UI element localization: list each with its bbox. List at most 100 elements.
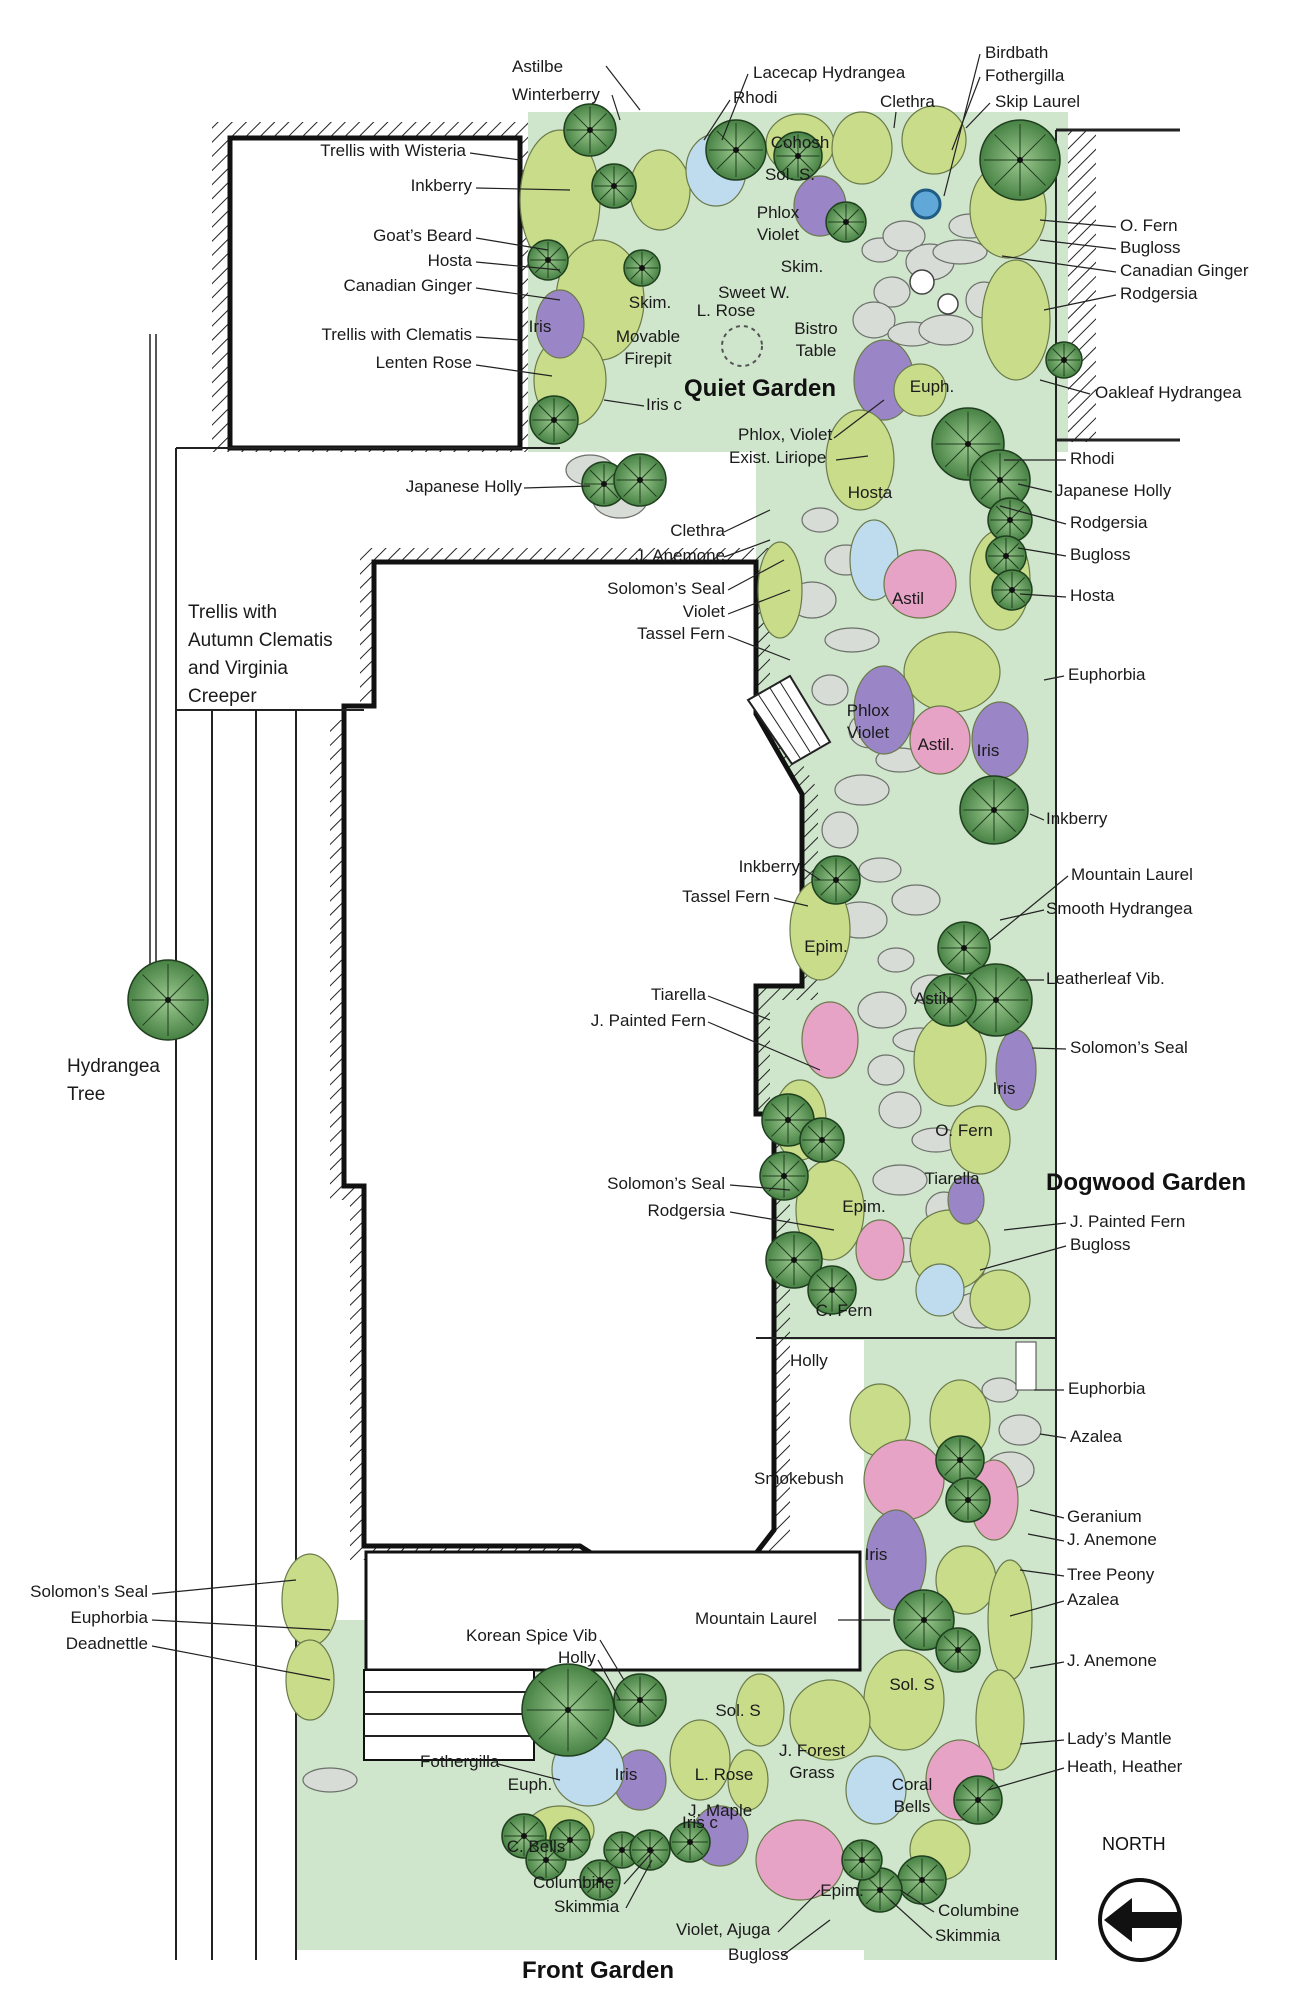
- leader-line: [611, 94, 621, 121]
- planting-bed: [947, 1175, 985, 1225]
- leader-line: [1029, 1509, 1065, 1519]
- label-bugloss-right3: Bugloss: [1070, 1235, 1130, 1254]
- bed-label-l-rose-front: L. Rose: [695, 1765, 754, 1784]
- paving-stone: [801, 507, 839, 533]
- leader-line: [987, 1767, 1065, 1791]
- north-compass: NORTH: [1098, 1834, 1182, 1962]
- leader-line: [475, 237, 549, 251]
- shrub-icon: [529, 395, 579, 445]
- label-violet-ajuga: Violet, Ajuga: [676, 1920, 771, 1939]
- bed-label-skim-top: Skim.: [781, 257, 824, 276]
- shrub-icon: [705, 119, 767, 181]
- planting-bed: [863, 1649, 945, 1751]
- leader-line: [475, 287, 561, 301]
- shed-hatch: [1068, 130, 1096, 442]
- paving-stone: [852, 301, 896, 339]
- leader-line: [475, 261, 561, 271]
- label-heath-heather: Heath, Heather: [1067, 1757, 1183, 1776]
- planting-bed: [987, 1559, 1033, 1681]
- paving-stone: [882, 220, 926, 252]
- planting-bed: [969, 1269, 1031, 1331]
- shrub-icon: [669, 1821, 711, 1863]
- planting-bed: [801, 1001, 859, 1079]
- bed-label-astil-mid: Astil: [892, 589, 924, 608]
- label-fothergilla-front: Fothergilla: [420, 1752, 500, 1771]
- leader-line: [1031, 1047, 1067, 1050]
- bed-label-cohosh: Cohosh: [771, 133, 830, 152]
- label-skimmia-right: Skimmia: [935, 1926, 1001, 1945]
- shrubs: [127, 103, 1083, 1913]
- driveway: [149, 128, 1180, 1960]
- label-japanese-holly-right: Japanese Holly: [1055, 481, 1172, 500]
- label-clethra-mid: Clethra: [670, 521, 725, 540]
- birdbath: [910, 188, 942, 220]
- paving-stone: [918, 314, 974, 346]
- bed-label-iris-top: Iris: [529, 317, 552, 336]
- bed-label-sweet-w: Sweet W.: [718, 283, 790, 302]
- shrub-icon: [549, 1819, 591, 1861]
- planting-bed: [757, 541, 803, 639]
- label-iris-c-top: Iris c: [646, 395, 682, 414]
- planting-bed: [853, 665, 915, 755]
- leader-line: [1017, 483, 1053, 493]
- area-titles: Quiet Garden Dogwood Garden Front Garden: [522, 375, 1246, 1984]
- shrub-icon: [987, 497, 1033, 543]
- shrub-icon: [603, 1831, 641, 1869]
- bed-label-sol-s-front2: Sol. S: [889, 1675, 934, 1694]
- leader-line: [1019, 593, 1067, 598]
- leader-line: [1039, 239, 1117, 250]
- label-fothergilla-top: Fothergilla: [985, 66, 1065, 85]
- leader-line: [1003, 1222, 1067, 1231]
- shrub-icon: [893, 1589, 955, 1651]
- label-o-fern-right: O. Fern: [1120, 216, 1178, 235]
- leader-line: [599, 1639, 625, 1681]
- leader-line: [1039, 219, 1117, 228]
- leader-line: [723, 539, 771, 558]
- label-tassel-fern-mid: Tassel Fern: [637, 624, 725, 643]
- planting-bed: [893, 363, 947, 417]
- paving-stone: [857, 991, 907, 1029]
- leader-line: [989, 875, 1069, 941]
- bed-label-sol-s-front: Sol. S: [715, 1701, 760, 1720]
- planting-bed: [949, 1105, 1011, 1175]
- shrub-icon: [979, 119, 1061, 201]
- paving-stone: [877, 947, 915, 973]
- planting-bed: [845, 1755, 907, 1825]
- planting-bed: [281, 1553, 339, 1647]
- leader-line: [721, 73, 749, 141]
- leader-line: [707, 1021, 821, 1071]
- label-korean-spice: Korean Spice Vib: [466, 1626, 597, 1645]
- planting-bed: [975, 1669, 1025, 1771]
- leader-line: [777, 1889, 821, 1933]
- leader-line: [605, 65, 641, 111]
- paving-stone: [858, 857, 902, 883]
- paving-stone: [872, 1164, 928, 1196]
- label-lacecap: Lacecap Hydrangea: [753, 63, 906, 82]
- label-skimmia-left: Skimmia: [554, 1897, 620, 1916]
- leader-line: [979, 1245, 1067, 1271]
- planting-bed: [883, 549, 957, 619]
- shrub-icon: [613, 1673, 667, 1727]
- label-inkberry-center: Inkberry: [739, 857, 801, 876]
- leader-line: [889, 1899, 933, 1939]
- label-violet-mid: Violet: [683, 602, 725, 621]
- paving-stone: [873, 276, 911, 308]
- bed-label-o-fern-in: O. Fern: [935, 1121, 993, 1140]
- label-ladys-mantle: Lady’s Mantle: [1067, 1729, 1172, 1748]
- bed-label-epim-front: Epim.: [820, 1881, 863, 1900]
- label-deadnettle: Deadnettle: [66, 1634, 148, 1653]
- bed-label-tiarella-in: Tiarella: [924, 1169, 980, 1188]
- label-canadian-ginger-left: Canadian Ginger: [343, 276, 472, 295]
- shrub-icon: [629, 1829, 671, 1871]
- label-bugloss-right1: Bugloss: [1120, 238, 1180, 257]
- leader-line: [835, 455, 869, 461]
- leader-line: [151, 1619, 331, 1631]
- label-inkberry-right: Inkberry: [1046, 809, 1108, 828]
- leader-line: [773, 897, 809, 907]
- side-stairs: [746, 674, 832, 766]
- leader-line: [951, 76, 981, 151]
- leader-line: [727, 635, 791, 661]
